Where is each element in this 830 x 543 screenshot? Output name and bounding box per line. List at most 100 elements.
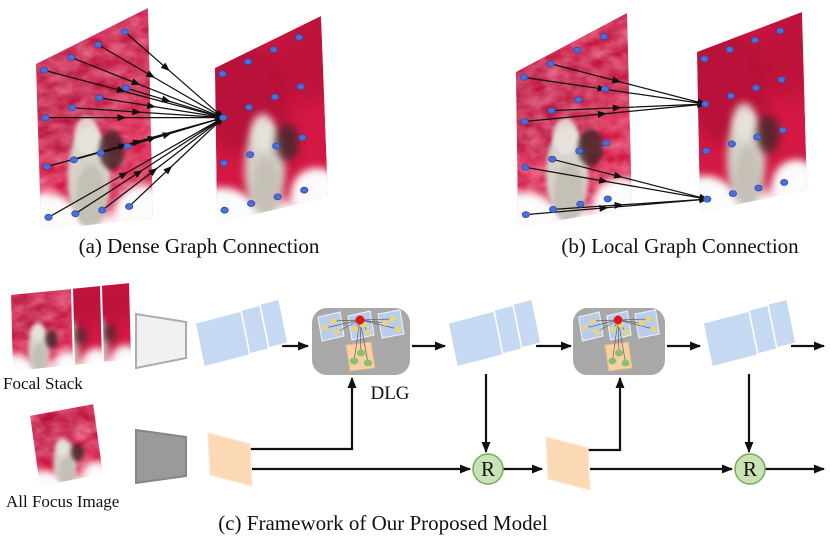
- graph-node-dot: [754, 184, 763, 192]
- dlg-label: DLG: [370, 383, 409, 404]
- graph-node-dot: [521, 163, 530, 171]
- graph-node-dot: [703, 195, 712, 203]
- graph-node-dot: [778, 126, 787, 134]
- dlg-graph-edge: [359, 318, 394, 321]
- figure-labels: (a) Dense Graph Connection (b) Local Gra…: [3, 234, 799, 535]
- fusion-r-node: R: [734, 453, 766, 485]
- dlg-graph-edge: [332, 319, 361, 322]
- graph-node-dot: [125, 203, 134, 210]
- graph-node-dot: [780, 179, 789, 186]
- feature-map: [194, 310, 251, 368]
- graph-node-dot: [66, 54, 76, 61]
- graph-node-dot: [244, 103, 254, 111]
- graph-node-dot: [123, 142, 132, 150]
- dlg-yellow-node: [329, 318, 337, 324]
- panel-b-left-image-plane: [516, 13, 632, 227]
- graph-edge-arrow: [551, 100, 707, 112]
- dlg-graph-edge: [585, 319, 619, 329]
- dlg-yellow-node: [381, 320, 389, 326]
- graph-node-dot: [547, 107, 556, 115]
- graph-node-dot: [603, 195, 612, 203]
- graph-node-dot: [728, 190, 738, 197]
- caption-panel-b: (b) Local Graph Connection: [561, 234, 799, 258]
- dlg-yellow-node: [351, 326, 359, 332]
- flow-arrow: [250, 377, 357, 451]
- graph-node-dot: [574, 96, 583, 104]
- graph-node-dot: [273, 193, 282, 201]
- caption-panel-c: (c) Framework of Our Proposed Model: [218, 511, 548, 535]
- dlg-yellow-node: [581, 325, 589, 331]
- graph-node-dot: [68, 104, 77, 112]
- graph-node-dot: [725, 46, 734, 53]
- dlg-yellow-node: [645, 316, 653, 322]
- graph-node-dot: [69, 156, 78, 164]
- dlg-graph-edge: [324, 319, 361, 329]
- graph-node-dot: [42, 163, 52, 171]
- dlg-yellow-node: [321, 325, 329, 331]
- dlg-yellow-node: [622, 329, 629, 335]
- caption-panel-a: (a) Dense Graph Connection: [79, 234, 320, 258]
- dlg-yellow-node: [638, 320, 645, 326]
- graph-edge-arrow: [552, 158, 709, 201]
- dlg-module: [312, 308, 410, 375]
- encoder-trapezoid-focal: [135, 312, 187, 370]
- graph-node-dot: [120, 28, 129, 36]
- r-node-circle: [734, 453, 766, 485]
- dlg-graph-edge: [353, 319, 361, 362]
- encoder-trapezoid-allfocus: [135, 428, 187, 485]
- graph-node-dot: [71, 210, 80, 218]
- focal-stack-label: Focal Stack: [3, 374, 83, 393]
- feature-map-stack: [194, 298, 289, 368]
- dlg-graph-edge: [359, 319, 399, 330]
- dlg-green-node: [349, 357, 359, 365]
- graph-node-dot: [521, 211, 530, 219]
- graph-node-dot: [752, 84, 761, 92]
- graph-node-dot: [245, 151, 255, 159]
- graph-node-dot: [727, 140, 736, 148]
- graph-node-dot: [576, 200, 585, 208]
- graph-node-dot: [93, 41, 103, 49]
- graph-node-dot: [777, 76, 786, 84]
- dlg-yellow-node: [589, 318, 597, 324]
- dlg-graph-edge: [612, 319, 619, 362]
- graph-node-dot: [549, 205, 558, 213]
- panel-a-right-image-plane: [215, 16, 328, 223]
- dlg-green-node: [356, 349, 366, 357]
- dlg-yellow-node: [394, 326, 402, 332]
- graph-node-dot: [298, 134, 307, 141]
- dlg-green-node: [621, 359, 630, 367]
- graph-edge-arrow: [128, 116, 224, 207]
- graph-edge-arrow: [550, 63, 707, 106]
- graph-node-dot: [546, 60, 555, 68]
- feature-map-stack: [447, 298, 542, 368]
- graph-node-dot: [726, 92, 735, 100]
- graph-node-dot: [753, 133, 762, 141]
- graph-node-dot: [270, 93, 280, 101]
- dlg-yellow-node: [333, 329, 341, 335]
- graph-node-dot: [750, 36, 760, 44]
- graph-node-dot: [98, 206, 107, 214]
- allfocus-feature-map: [207, 432, 253, 487]
- graph-node-dot: [701, 100, 710, 108]
- dlg-graph-edge: [592, 319, 619, 322]
- r-node-circle: [472, 453, 504, 485]
- dlg-graph-edge: [617, 319, 654, 330]
- dlg-green-node: [615, 349, 623, 357]
- feature-map: [702, 310, 759, 368]
- graph-node-dot: [575, 147, 584, 155]
- r-node-label: R: [481, 457, 495, 481]
- panel-b-connections: [523, 63, 709, 216]
- r-node-label: R: [743, 457, 757, 481]
- graph-node-dot: [296, 83, 305, 91]
- graph-node-dot: [776, 27, 785, 35]
- graph-node-dot: [573, 46, 582, 54]
- graph-node-dot: [220, 206, 229, 214]
- graph-node-dot: [243, 58, 253, 66]
- graph-node-dot: [599, 33, 609, 40]
- graph-node-dot: [41, 114, 50, 121]
- dlg-green-node: [608, 357, 617, 365]
- dlg-yellow-node: [593, 329, 600, 335]
- dlg-yellow-node: [650, 326, 658, 332]
- graph-node-dot: [601, 85, 610, 93]
- graph-node-dot: [700, 55, 709, 63]
